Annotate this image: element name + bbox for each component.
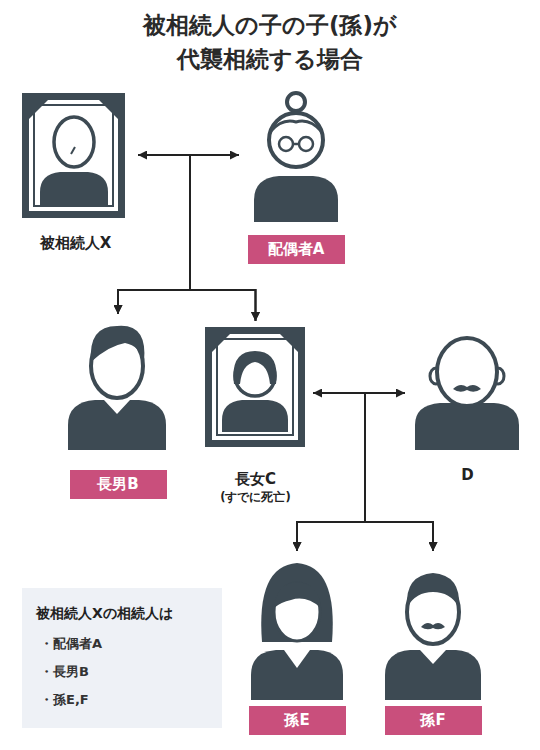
glasses (279, 137, 293, 151)
person-hair (91, 326, 145, 362)
person-label: 孫E (249, 706, 346, 735)
person-shoulders (254, 176, 338, 222)
list-heading: 被相続人Xの相続人は (36, 602, 173, 624)
person-note: (すでに死亡) (220, 489, 291, 505)
mourning-ribbon (29, 100, 48, 119)
person-node: 長女C(すでに死亡) (203, 325, 308, 505)
mourning-ribbon (99, 100, 118, 119)
person-node: 長男B (66, 318, 170, 499)
shirt-collar (284, 650, 310, 668)
person-shoulders (251, 650, 343, 700)
mourning-ribbon (212, 334, 230, 352)
shirt-collar (420, 650, 446, 664)
person-label: 被相続人X (40, 233, 112, 253)
person-node: 孫F (383, 555, 483, 735)
person-f (385, 573, 481, 700)
person-a (254, 93, 338, 222)
list-item: ・配偶者A (36, 630, 102, 658)
person-node: D (410, 330, 525, 485)
person-node: 配偶者A (244, 88, 348, 264)
glasses-bridge (293, 143, 299, 146)
portrait-mat (29, 100, 118, 211)
hair-bun (287, 93, 305, 111)
family-connector (190, 155, 256, 321)
portrait-c (205, 327, 305, 447)
glasses (299, 137, 313, 151)
person-shoulders (385, 650, 481, 700)
person-shoulders (415, 403, 519, 450)
person-hair (261, 563, 333, 642)
list-item: ・孫E,F (36, 686, 89, 714)
person-e (251, 563, 343, 700)
person-label: 長女C (235, 469, 276, 489)
person-hair (233, 351, 276, 384)
shirt-collar (104, 400, 130, 414)
family-connector (138, 155, 256, 321)
family-connector (313, 393, 433, 551)
person-d (415, 338, 519, 450)
person-node: 被相続人X (18, 93, 133, 253)
person-label: 配偶者A (248, 235, 345, 264)
person-head (54, 117, 94, 167)
portrait-frame (205, 327, 305, 447)
person-bangs (274, 582, 321, 608)
portrait-frame (22, 93, 125, 218)
portrait-inner-line (34, 105, 113, 206)
person-head (274, 583, 320, 641)
mustache (453, 385, 481, 392)
person-b (68, 326, 166, 450)
portrait-x (22, 93, 125, 218)
person-label: 長男B (70, 470, 167, 499)
family-connector (365, 393, 433, 551)
heir-list-box: 被相続人Xの相続人は・配偶者A・長男B・孫E,F (22, 588, 222, 728)
hair-line (270, 121, 322, 132)
family-connector (297, 393, 365, 551)
person-label: D (461, 465, 473, 485)
person-node: 孫E (247, 555, 347, 735)
person-shoulders (40, 172, 108, 206)
mustache (421, 623, 445, 629)
person-hair (407, 573, 459, 607)
person-label: 孫F (385, 706, 482, 735)
person-shoulders (68, 400, 166, 450)
mourning-ribbon (280, 334, 298, 352)
face-line (71, 147, 75, 154)
diagram-title: 被相続人の子の子(孫)が 代襲相続する場合 (110, 8, 430, 76)
person-head (269, 113, 323, 167)
family-connector (297, 393, 405, 551)
person-head (437, 338, 497, 406)
portrait-mat (212, 334, 298, 440)
portrait-inner-line (217, 339, 293, 435)
person-shoulders (222, 400, 288, 432)
list-item: ・長男B (36, 658, 89, 686)
